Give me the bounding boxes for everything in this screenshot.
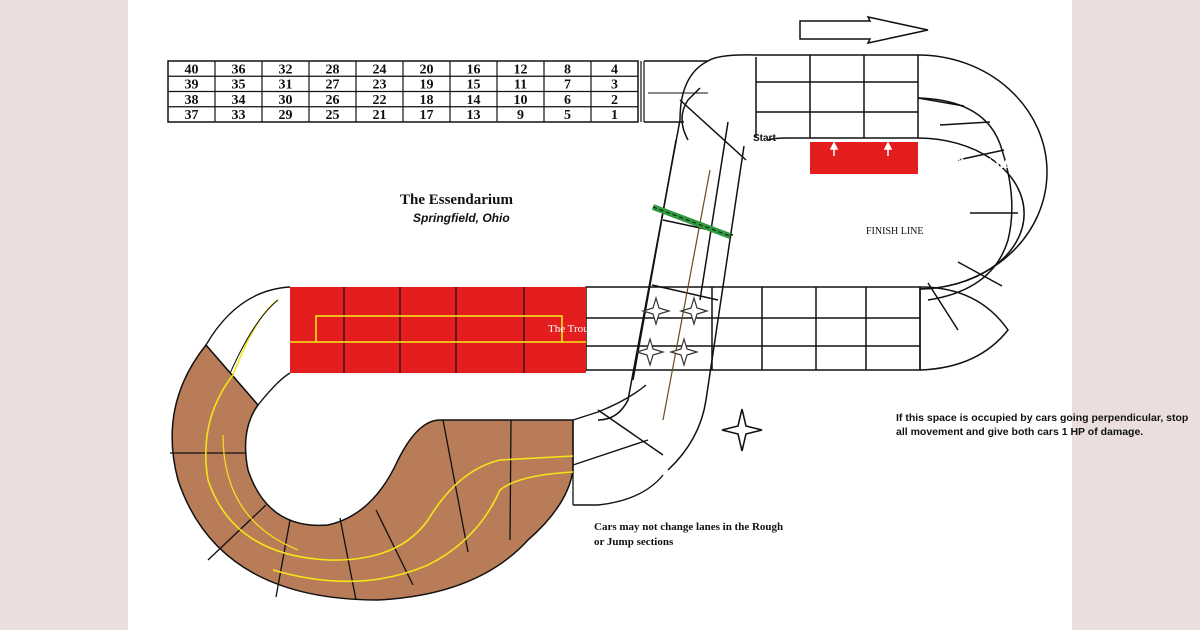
grid-position-36: 36 [232,62,246,77]
grid-position-19: 19 [420,78,434,93]
grid-position-27: 27 [326,78,340,93]
lower-connector [572,384,664,506]
grid-position-20: 20 [420,62,434,77]
upper-loop-track [598,54,1048,331]
hazard-star-icon [721,408,763,452]
start-label: Start [753,133,776,144]
grid-position-10: 10 [514,93,528,108]
grid-position-4: 4 [611,62,618,77]
grid-position-6: 6 [564,93,571,108]
grid-position-15: 15 [467,78,481,93]
grid-position-28: 28 [326,62,340,77]
finish-line-label: FINISH LINE [866,226,924,237]
direction-arrow-icon [799,15,929,45]
grid-position-18: 18 [420,93,434,108]
grid-position-38: 38 [185,93,199,108]
grid-position-35: 35 [232,78,246,93]
the-trough [290,287,586,373]
track-title: The Essendarium [400,192,513,208]
chute-arrow-icon [829,141,893,156]
grid-position-5: 5 [564,108,571,123]
hazard-star-icon [668,336,700,368]
lane-rule-note: Cars may not change lanes in the Rough o… [594,521,784,548]
grid-position-17: 17 [420,108,434,123]
grid-position-37: 37 [185,108,199,123]
grid-position-2: 2 [611,93,618,108]
grid-position-12: 12 [514,62,528,77]
grid-position-14: 14 [467,93,481,108]
the-chute [810,141,918,174]
grid-position-26: 26 [326,93,340,108]
grid-position-9: 9 [517,108,524,123]
grid-position-24: 24 [373,62,387,77]
hazard-rule-note: If this space is occupied by cars going … [896,412,1189,438]
rough-section [170,343,574,601]
grid-position-11: 11 [514,78,527,93]
hazard-star-icon [634,336,666,368]
grid-position-40: 40 [185,62,199,77]
grid-position-23: 23 [373,78,387,93]
grid-position-1: 1 [611,108,618,123]
track-location: Springfield, Ohio [413,211,510,225]
grid-position-29: 29 [279,108,293,123]
hazard-star-icon [678,295,710,327]
grid-position-3: 3 [611,78,618,93]
hazard-star-icon [640,295,672,327]
hazard-crossing [634,295,710,368]
grid-position-16: 16 [467,62,481,77]
grid-position-33: 33 [232,108,246,123]
left-loop-entry [205,286,291,406]
trough-label: The Trough [548,323,600,335]
grid-position-13: 13 [467,108,481,123]
grid-position-25: 25 [326,108,340,123]
grid-position-31: 31 [279,78,293,93]
finish-line [651,204,732,239]
chute-label: The Chute [951,157,1015,172]
grid-position-39: 39 [185,78,199,93]
grid-position-22: 22 [373,93,387,108]
grid-position-30: 30 [279,93,293,108]
grid-position-8: 8 [564,62,571,77]
grid-position-34: 34 [232,93,246,108]
grid-position-21: 21 [373,108,387,123]
grid-position-7: 7 [564,78,571,93]
grid-position-32: 32 [279,62,293,77]
